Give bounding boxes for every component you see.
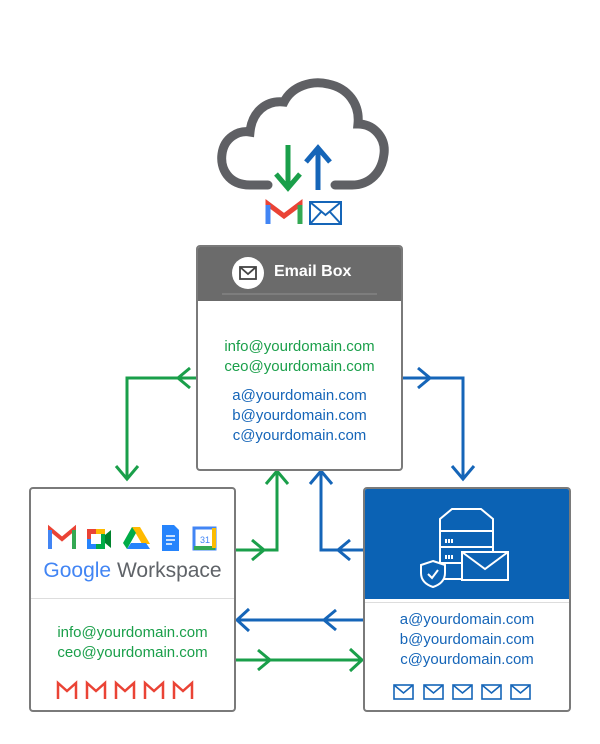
server-header (365, 489, 569, 599)
email-address: a@yourdomain.com (399, 611, 535, 628)
blue-connector-server-to-email (319, 472, 364, 552)
email-box-header: Email Box (198, 247, 401, 301)
gmail-icon (56, 680, 78, 699)
arrow-chevron (321, 608, 337, 632)
email-box-title: Email Box (274, 263, 352, 280)
download-arrow-icon (274, 145, 302, 192)
panel-divider (31, 598, 234, 599)
cloud-icon (217, 78, 389, 190)
mailboxes-row (393, 684, 531, 700)
gmail-icon (172, 680, 194, 699)
envelope-icon (510, 684, 531, 700)
email-box-panel: Email Box info@yourdomain.com ceo@yourdo… (196, 245, 403, 471)
arrow-head (450, 465, 476, 482)
arrow-head (114, 465, 140, 482)
green-connector-email-to-workspace (125, 376, 196, 478)
mail-server-panel: a@yourdomain.com b@yourdomain.com c@your… (363, 487, 571, 712)
email-address: b@yourdomain.com (232, 407, 367, 424)
cloud-graphic (217, 78, 389, 225)
email-address: c@yourdomain.com (400, 651, 534, 668)
google-workspace-logo: Google Workspace (31, 559, 234, 583)
email-address: a@yourdomain.com (232, 387, 367, 404)
google-wordmark: Google (43, 559, 112, 582)
calendar-icon: 31 (192, 526, 217, 551)
arrow-head (264, 468, 290, 485)
envelope-icon (232, 257, 264, 289)
gmail-icon (143, 680, 165, 699)
arrow-head (308, 468, 334, 485)
envelope-icon (423, 684, 444, 700)
arrow-head (348, 647, 365, 673)
calendar-day: 31 (200, 535, 210, 545)
email-address: ceo@yourdomain.com (224, 358, 375, 375)
docs-icon (162, 525, 179, 551)
arrow-chevron (251, 538, 267, 562)
envelope-icon (452, 684, 473, 700)
envelope-icon (393, 684, 414, 700)
upload-arrow-icon (304, 144, 332, 190)
email-address: b@yourdomain.com (399, 631, 535, 648)
gmail-mailboxes-row (56, 680, 194, 699)
gmail-icon (85, 680, 107, 699)
google-workspace-panel: 31 Google Workspace info@yourdomain.com … (29, 487, 236, 712)
gmail-icon (48, 524, 76, 549)
panel-divider (365, 602, 569, 603)
green-connector-workspace-to-email (235, 472, 279, 552)
workspace-wordmark: Workspace (116, 559, 222, 582)
header-divider (222, 293, 377, 295)
blue-connector-email-to-server (402, 376, 465, 478)
arrow-chevron (257, 648, 273, 672)
arrow-head (234, 607, 251, 633)
arrow-chevron (417, 366, 433, 390)
arrow-chevron (175, 366, 191, 390)
email-address: info@yourdomain.com (224, 338, 375, 355)
email-address: info@yourdomain.com (57, 624, 208, 641)
email-address: c@yourdomain.com (232, 427, 367, 444)
arrow-chevron (335, 538, 351, 562)
email-address: ceo@yourdomain.com (57, 644, 208, 661)
envelope-icon (309, 201, 342, 225)
meet-icon (87, 529, 111, 549)
drive-icon (123, 527, 150, 549)
workspace-apps-row: 31 (48, 524, 217, 551)
server-security-icon (420, 508, 509, 589)
shield-check-icon (420, 559, 446, 589)
gmail-icon (114, 680, 136, 699)
gmail-icon (265, 199, 303, 224)
envelope-icon (481, 684, 502, 700)
